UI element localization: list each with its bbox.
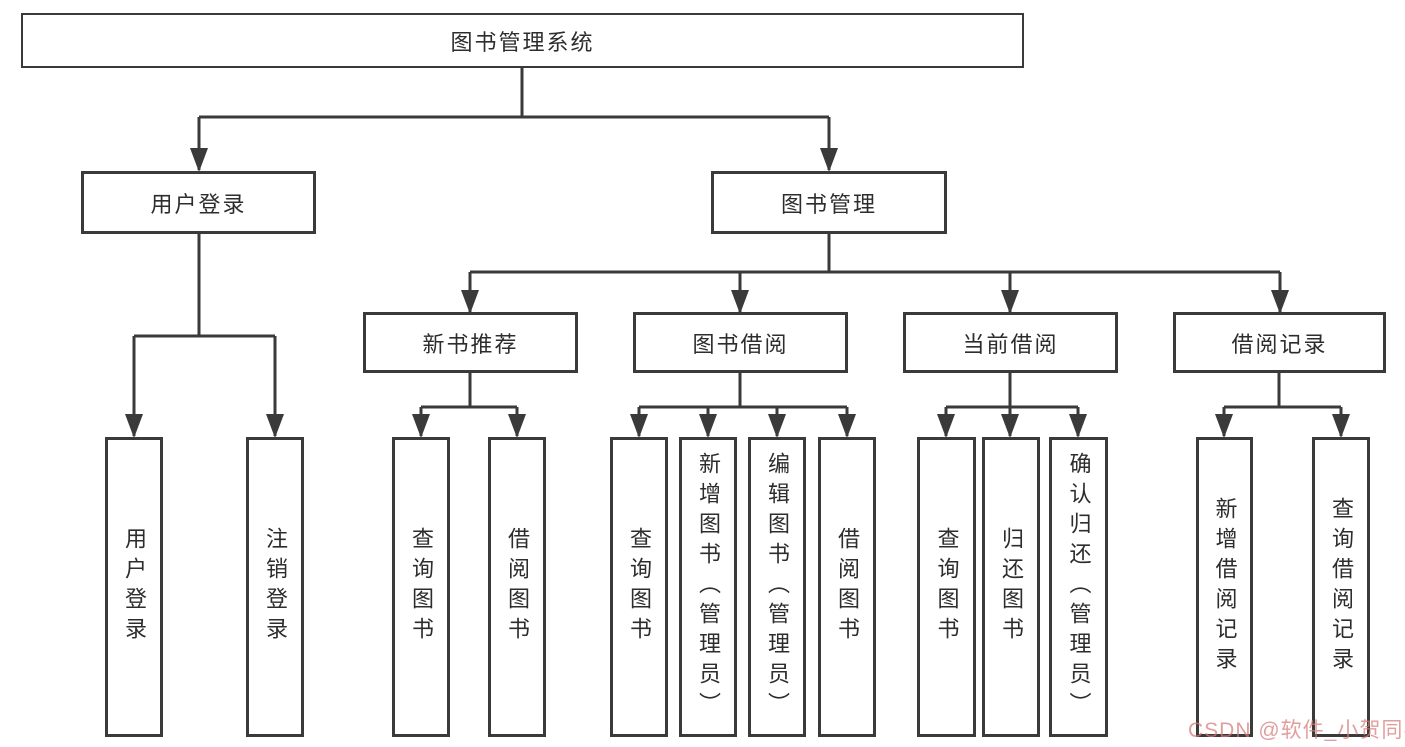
- node-user-login: 用户登录: [81, 171, 316, 234]
- node-book-management-label: 图书管理: [780, 191, 877, 217]
- node-leaf-add-borrow-record-label: 新增借阅记录: [1212, 497, 1238, 677]
- node-new-book-recommend: 新书推荐: [363, 312, 578, 373]
- node-leaf-return-book: 归还图书: [982, 437, 1040, 737]
- node-leaf-borrow-book-label: 借阅图书: [835, 527, 860, 647]
- node-leaf-edit-book-admin: 编辑图书（管理员）: [748, 437, 806, 737]
- node-book-borrow-label: 图书借阅: [692, 331, 789, 357]
- node-book-management: 图书管理: [711, 171, 947, 234]
- node-borrow-records-label: 借阅记录: [1231, 331, 1328, 357]
- node-leaf-user-login-label: 用户登录: [122, 527, 147, 647]
- node-leaf-borrow-query-book: 查询图书: [610, 437, 668, 737]
- node-leaf-recommend-borrow-book: 借阅图书: [488, 437, 546, 737]
- node-leaf-current-query-book-label: 查询图书: [934, 527, 960, 647]
- node-leaf-confirm-return-admin-label: 确认归还（管理员）: [1066, 452, 1092, 722]
- node-leaf-add-book-admin: 新增图书（管理员）: [679, 437, 737, 737]
- node-root-system: 图书管理系统: [21, 13, 1024, 68]
- csdn-watermark: CSDN @软件_小贺同学: [1188, 719, 1405, 742]
- node-user-login-label: 用户登录: [150, 191, 247, 217]
- node-book-borrow: 图书借阅: [633, 312, 848, 373]
- node-borrow-records: 借阅记录: [1173, 312, 1386, 373]
- node-leaf-query-borrow-record: 查询借阅记录: [1312, 437, 1370, 737]
- node-leaf-query-borrow-record-label: 查询借阅记录: [1329, 497, 1354, 677]
- node-leaf-edit-book-admin-label: 编辑图书（管理员）: [765, 452, 790, 722]
- node-current-borrow: 当前借阅: [903, 312, 1118, 373]
- node-leaf-add-borrow-record: 新增借阅记录: [1196, 437, 1253, 737]
- node-leaf-borrow-book: 借阅图书: [818, 437, 876, 737]
- node-leaf-return-book-label: 归还图书: [999, 527, 1024, 647]
- node-leaf-recommend-query-book: 查询图书: [392, 437, 450, 737]
- node-leaf-add-book-admin-label: 新增图书（管理员）: [696, 452, 721, 722]
- node-leaf-borrow-query-book-label: 查询图书: [627, 527, 652, 647]
- node-leaf-logout-label: 注销登录: [263, 527, 288, 647]
- node-root-system-label: 图书管理系统: [450, 29, 595, 55]
- node-leaf-user-login: 用户登录: [105, 437, 163, 737]
- node-leaf-recommend-borrow-book-label: 借阅图书: [505, 527, 530, 647]
- node-current-borrow-label: 当前借阅: [962, 331, 1059, 357]
- node-leaf-confirm-return-admin: 确认归还（管理员）: [1049, 437, 1108, 737]
- node-leaf-logout: 注销登录: [246, 437, 304, 737]
- node-leaf-current-query-book: 查询图书: [917, 437, 976, 737]
- node-new-book-recommend-label: 新书推荐: [422, 331, 519, 357]
- node-leaf-recommend-query-book-label: 查询图书: [409, 527, 434, 647]
